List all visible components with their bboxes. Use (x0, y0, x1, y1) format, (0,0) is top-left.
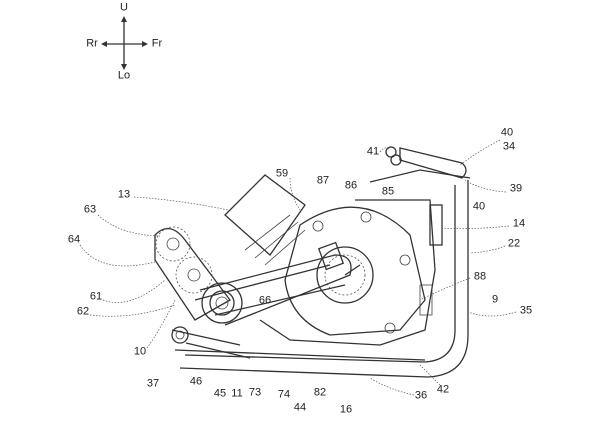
ref-label: 41 (366, 145, 380, 158)
ref-label: 61 (89, 290, 103, 303)
ref-label: 74 (277, 388, 291, 401)
ref-label: 11 (231, 387, 243, 400)
leader-lines (79, 139, 517, 396)
ref-label: 85 (381, 185, 395, 198)
compass-low-label: Lo (117, 69, 131, 82)
ref-label: 34 (502, 140, 516, 153)
crankcase (259, 199, 443, 346)
ref-label: 62 (76, 305, 90, 318)
ref-label: 36 (414, 389, 428, 402)
ref-label: 44 (293, 401, 307, 414)
ref-label: 40 (500, 126, 514, 139)
seat-bracket (369, 146, 471, 183)
compass-up-label: U (120, 1, 128, 14)
compass-rear-label: Rr (86, 37, 98, 50)
ref-label: 10 (133, 345, 147, 358)
cylinder-head (224, 174, 306, 266)
ref-label: 16 (339, 403, 353, 416)
ref-label: 37 (146, 377, 160, 390)
ref-label: 46 (189, 375, 203, 388)
ref-label: 39 (509, 182, 523, 195)
drive-sprockets (154, 226, 231, 321)
ref-label: 40 (472, 200, 486, 213)
ref-label: 64 (67, 233, 81, 246)
ref-label: 82 (313, 386, 327, 399)
belt-pulley (194, 254, 352, 326)
compass-front-label: Fr (151, 37, 163, 50)
ref-label: 73 (248, 386, 262, 399)
frame-pipe (171, 180, 469, 378)
ref-label: 86 (344, 179, 358, 192)
ref-label: 13 (117, 188, 131, 201)
ref-label: 59 (275, 167, 289, 180)
ref-label: 9 (491, 293, 499, 306)
ref-label: 45 (213, 387, 227, 400)
ref-label: 14 (512, 217, 526, 230)
ref-label: 87 (316, 174, 330, 187)
ref-label: 42 (436, 383, 450, 396)
ref-label: 35 (519, 304, 533, 317)
ref-label: 66 (258, 294, 272, 307)
ref-label: 22 (507, 237, 521, 250)
ref-label: 88 (473, 270, 487, 283)
direction-compass-icon (101, 16, 148, 70)
ref-label: 63 (83, 203, 97, 216)
